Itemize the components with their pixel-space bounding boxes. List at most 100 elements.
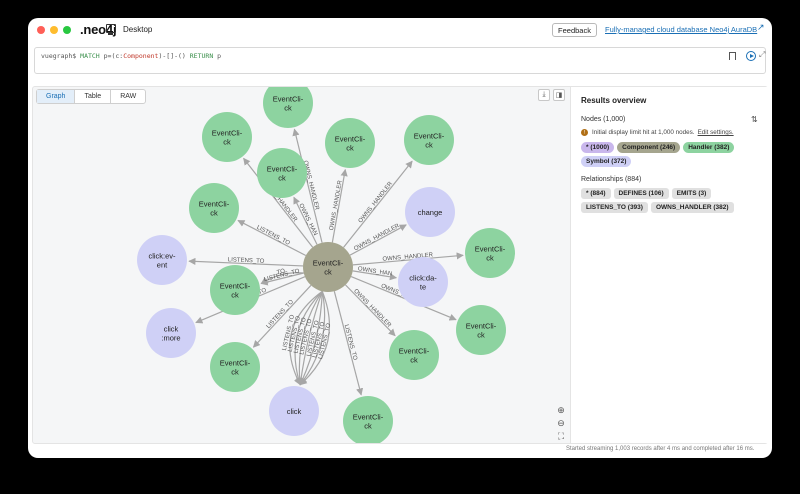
symbol-node[interactable]: change bbox=[405, 187, 455, 237]
relationship-edge[interactable] bbox=[343, 160, 413, 248]
relationship-edge[interactable] bbox=[188, 257, 304, 267]
relationship-type-pill[interactable]: * (884) bbox=[581, 188, 611, 199]
node-circle[interactable] bbox=[269, 386, 319, 436]
nodes-count-label: Nodes (1,000) bbox=[581, 116, 626, 123]
query-fragment: p bbox=[213, 52, 222, 60]
node-label-pills: * (1000)Component (246)Handler (382) Symb… bbox=[581, 142, 767, 167]
relationship-edge[interactable] bbox=[297, 291, 323, 386]
symbol-node[interactable]: click:more bbox=[146, 308, 196, 358]
node-circle[interactable] bbox=[389, 330, 439, 380]
handler-node[interactable]: EventCli-ck bbox=[210, 342, 260, 392]
node-label: :more bbox=[161, 334, 180, 343]
zoom-out-icon[interactable]: ⊖ bbox=[557, 417, 565, 428]
relationship-type-pill[interactable]: EMITS (3) bbox=[671, 188, 712, 199]
node-circle[interactable] bbox=[263, 87, 313, 128]
relationship-type-pill[interactable]: OWNS_HANDLER (382) bbox=[650, 202, 734, 213]
node-label: EventCli- bbox=[313, 259, 344, 268]
handler-node[interactable]: EventCli-ck bbox=[404, 115, 454, 165]
node-circle[interactable] bbox=[398, 257, 448, 307]
edge-label: OWNS_HANDLER bbox=[382, 252, 434, 262]
relationship-edge[interactable] bbox=[350, 275, 457, 321]
relationship-edge[interactable] bbox=[299, 291, 323, 386]
relationship-edge[interactable] bbox=[295, 291, 323, 386]
relationship-edge[interactable] bbox=[289, 290, 323, 386]
download-icon[interactable]: ⤓ bbox=[538, 89, 550, 101]
sort-icon[interactable]: ⇅ bbox=[751, 115, 758, 124]
handler-node[interactable]: EventCli-ck bbox=[202, 112, 252, 162]
relationship-edge[interactable] bbox=[293, 196, 318, 245]
node-circle[interactable] bbox=[146, 308, 196, 358]
handler-node[interactable]: EventCli-ck bbox=[257, 148, 307, 198]
handler-node[interactable]: EventCli-ck bbox=[263, 87, 313, 128]
relationship-type-pill[interactable]: LISTENS_TO (393) bbox=[581, 202, 648, 213]
node-label-pill[interactable]: Handler (382) bbox=[683, 142, 735, 153]
node-circle[interactable] bbox=[137, 235, 187, 285]
node-circle[interactable] bbox=[210, 342, 260, 392]
node-label: EventCli- bbox=[220, 282, 251, 291]
relationship-edge[interactable] bbox=[252, 284, 312, 348]
node-circle[interactable] bbox=[257, 148, 307, 198]
relationship-edge[interactable] bbox=[294, 290, 323, 386]
relationship-edge[interactable] bbox=[292, 128, 323, 243]
symbol-node[interactable]: click:ev-ent bbox=[137, 235, 187, 285]
query-editor[interactable]: vuegraph$ MATCH p=(c:Component)-[]-() RE… bbox=[34, 47, 766, 74]
relationship-edge[interactable] bbox=[299, 291, 326, 386]
symbol-node[interactable]: click bbox=[269, 386, 319, 436]
handler-node[interactable]: EventCli-ck bbox=[389, 330, 439, 380]
relationship-edge[interactable] bbox=[352, 252, 464, 266]
relationship-edge[interactable] bbox=[237, 219, 307, 257]
node-circle[interactable] bbox=[202, 112, 252, 162]
node-circle[interactable] bbox=[303, 242, 353, 292]
node-label-pill[interactable]: Component (246) bbox=[617, 142, 681, 153]
relationship-edge[interactable] bbox=[331, 168, 348, 243]
relationship-edge[interactable] bbox=[333, 291, 364, 396]
handler-node[interactable]: EventCli-ck bbox=[343, 396, 393, 443]
handler-node[interactable]: EventCli-ck bbox=[189, 183, 239, 233]
relationship-type-pill[interactable]: DEFINES (106) bbox=[613, 188, 669, 199]
bookmark-icon[interactable] bbox=[729, 52, 736, 60]
node-label: click:ev- bbox=[148, 252, 176, 261]
handler-node[interactable]: EventCli-ck bbox=[465, 228, 515, 278]
relationship-edge[interactable] bbox=[299, 291, 330, 386]
node-circle[interactable] bbox=[404, 115, 454, 165]
node-label-pill[interactable]: Symbol (372) bbox=[581, 156, 632, 167]
handler-node[interactable]: EventCli-ck bbox=[456, 305, 506, 355]
node-circle[interactable] bbox=[465, 228, 515, 278]
relationship-edge[interactable] bbox=[349, 224, 407, 256]
external-link-icon[interactable]: ↗ bbox=[757, 22, 765, 32]
relationship-edge[interactable] bbox=[260, 272, 304, 285]
node-label-pill[interactable]: * (1000) bbox=[581, 142, 615, 153]
relationship-type-pills: * (884)DEFINES (106)EMITS (3) LISTENS_TO … bbox=[581, 188, 767, 213]
edit-settings-link[interactable]: Edit settings. bbox=[697, 129, 734, 136]
pin-icon[interactable]: ⤢ bbox=[759, 50, 766, 59]
tab-graph[interactable]: Graph bbox=[37, 90, 76, 103]
component-node[interactable]: EventCli-ck bbox=[303, 242, 353, 292]
symbol-node[interactable]: click:da-te bbox=[398, 257, 448, 307]
feedback-button[interactable]: Feedback bbox=[552, 23, 597, 37]
close-window-button[interactable] bbox=[37, 26, 45, 34]
relationship-edge[interactable] bbox=[243, 157, 314, 248]
node-circle[interactable] bbox=[189, 183, 239, 233]
minimize-window-button[interactable] bbox=[50, 26, 58, 34]
tab-raw[interactable]: RAW bbox=[120, 93, 137, 100]
handler-node[interactable]: EventCli-ck bbox=[325, 118, 375, 168]
node-circle[interactable] bbox=[456, 305, 506, 355]
handler-node[interactable]: EventCli-ck bbox=[210, 265, 260, 315]
node-circle[interactable] bbox=[210, 265, 260, 315]
toggle-panel-icon[interactable]: ◨ bbox=[553, 89, 565, 101]
node-circle[interactable] bbox=[405, 187, 455, 237]
relationship-edge[interactable] bbox=[345, 284, 396, 337]
node-circle[interactable] bbox=[325, 118, 375, 168]
aura-link[interactable]: Fully-managed cloud database Neo4j AuraD… bbox=[605, 25, 758, 34]
zoom-window-button[interactable] bbox=[63, 26, 71, 34]
tab-table[interactable]: Table bbox=[75, 90, 112, 103]
relationship-edge[interactable] bbox=[352, 270, 398, 281]
run-query-button[interactable] bbox=[746, 51, 756, 61]
node-circle[interactable] bbox=[343, 396, 393, 443]
query-text[interactable]: vuegraph$ MATCH p=(c:Component)-[]-() RE… bbox=[41, 52, 221, 60]
zoom-in-icon[interactable]: ⊕ bbox=[557, 404, 565, 415]
fit-view-icon[interactable]: ⛶ bbox=[557, 430, 565, 441]
